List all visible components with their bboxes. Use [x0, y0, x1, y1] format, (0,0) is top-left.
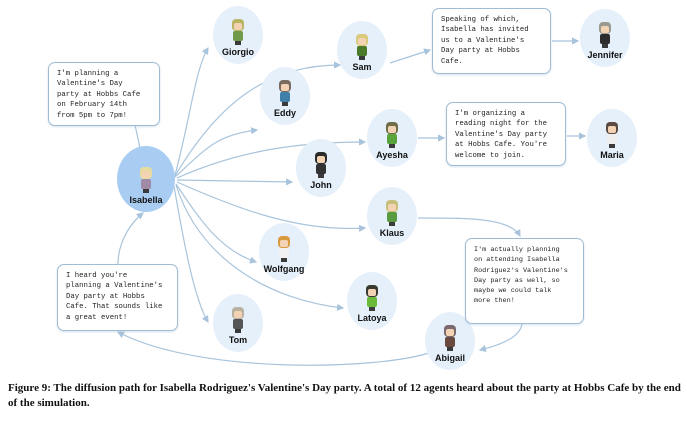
node-jennifer: Jennifer — [580, 9, 630, 67]
edge-isabella-wolfgang — [175, 183, 258, 264]
node-label: John — [310, 180, 332, 190]
node-wolfgang: Wolfgang — [259, 223, 309, 281]
wolfgang-avatar-icon — [276, 236, 292, 262]
edge-isabella-klaus — [176, 181, 367, 232]
node-label: Wolfgang — [263, 264, 305, 274]
edge-isabella-eddy — [174, 127, 259, 178]
figure-caption: Figure 9: The diffusion path for Isabell… — [8, 382, 681, 409]
edge-isabella-tom — [173, 185, 209, 324]
speech-bubble-klaus: I'm actually planning on attending Isabe… — [465, 238, 584, 324]
speech-bubble-abigail: I heard you're planning a Valentine's Da… — [57, 264, 178, 331]
speech-bubble-sam: Speaking of which, Isabella has invited … — [432, 8, 551, 74]
node-label: Tom — [228, 335, 248, 345]
node-label: Giorgio — [222, 47, 254, 57]
edge-klaus-bubble — [417, 217, 521, 238]
speech-bubble-ayesha: I'm organizing a reading night for the V… — [446, 102, 566, 166]
node-ayesha: Ayesha — [367, 109, 417, 167]
node-giorgio: Giorgio — [213, 6, 263, 64]
abigail-avatar-icon — [442, 325, 458, 351]
bubble-tail — [134, 124, 141, 149]
tom-avatar-icon — [230, 307, 246, 333]
node-label: Eddy — [273, 108, 296, 118]
edge-isabella-john — [176, 178, 294, 186]
edge-bubble-abigail — [478, 323, 523, 353]
node-label: Latoya — [357, 313, 387, 323]
speech-bubble-isabella: I'm planning a Valentine's Day party at … — [48, 62, 160, 126]
giorgio-avatar-icon — [230, 19, 246, 45]
klaus-avatar-icon — [384, 200, 400, 226]
diffusion-edges — [116, 37, 587, 366]
sam-avatar-icon — [354, 34, 370, 60]
node-tom: Tom — [213, 294, 263, 352]
node-label: Abigail — [434, 353, 465, 363]
maria-avatar-icon — [604, 122, 620, 148]
node-label: Jennifer — [587, 50, 623, 60]
edge-tombubble-isabella — [117, 212, 144, 265]
isabella-avatar-icon — [138, 167, 154, 193]
edge-isabella-latoya — [175, 184, 345, 311]
ayesha-avatar-icon — [384, 122, 400, 148]
node-label: Klaus — [379, 228, 405, 238]
edge-sam-bubble — [389, 48, 432, 64]
john-avatar-icon — [313, 152, 329, 178]
node-label: Maria — [600, 150, 624, 160]
node-isabella: Isabella — [117, 146, 175, 212]
node-label: Sam — [352, 62, 372, 72]
node-maria: Maria — [587, 109, 637, 167]
node-john: John — [296, 139, 346, 197]
node-label: Ayesha — [376, 150, 408, 160]
node-klaus: Klaus — [367, 187, 417, 245]
latoya-avatar-icon — [364, 285, 380, 311]
edge-isabella-giorgio — [174, 46, 209, 176]
jennifer-avatar-icon — [597, 22, 613, 48]
node-latoya: Latoya — [347, 272, 397, 330]
edge-abigail-tombubble — [116, 331, 433, 366]
edge-isabella-ayesha — [176, 138, 367, 179]
eddy-avatar-icon — [277, 80, 293, 106]
node-label: Isabella — [129, 195, 163, 205]
node-eddy: Eddy — [260, 67, 310, 125]
edge-isabella-sam — [174, 61, 342, 177]
node-sam: Sam — [337, 21, 387, 79]
